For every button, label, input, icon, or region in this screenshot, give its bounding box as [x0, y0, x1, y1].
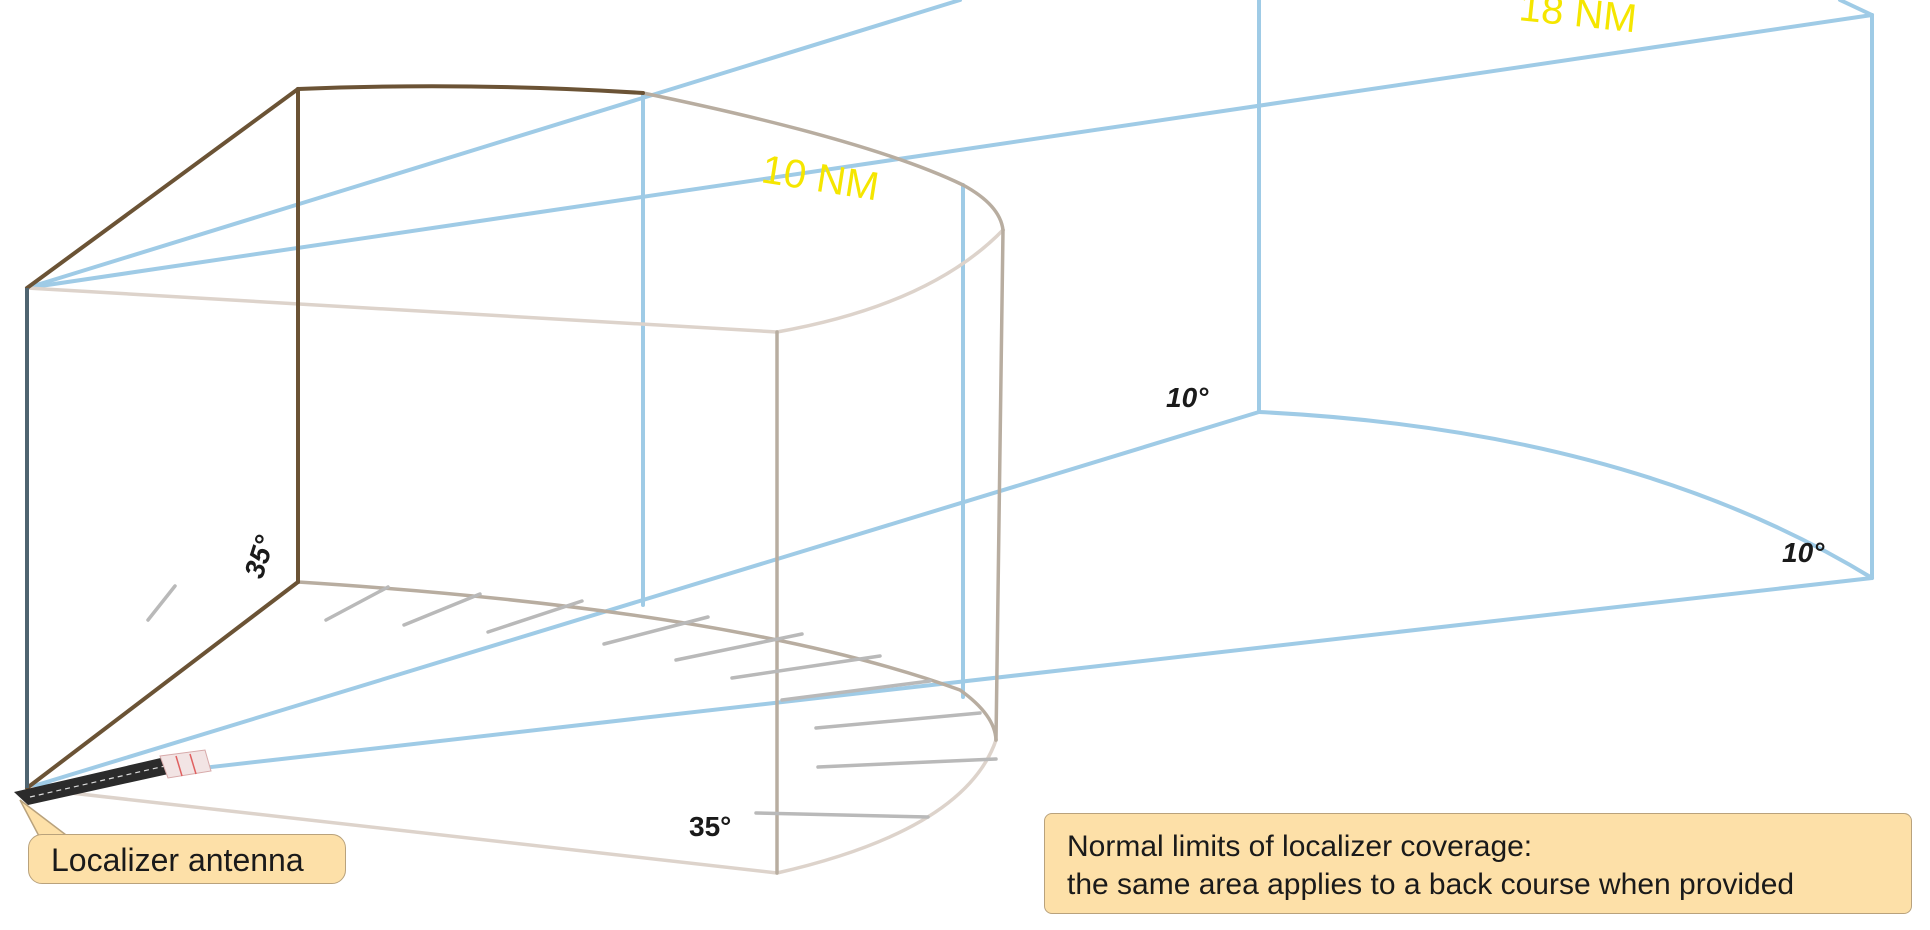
near-distance-label: 10 NM [759, 147, 882, 209]
far-distance-label: 18 NM [1517, 0, 1639, 41]
coverage-note-line-2: the same area applies to a back course w… [1067, 868, 1795, 901]
far-sector-outline [25, 0, 1874, 790]
coverage-note-box: Normal limits of localizer coverage: the… [1044, 813, 1912, 914]
localizer-antenna-callout: Localizer antenna [28, 834, 346, 884]
near-ground-angle-label: 35° [689, 811, 731, 842]
antenna-callout-pointer [19, 799, 73, 839]
coverage-note-line-1: Normal limits of localizer coverage: [1067, 830, 1533, 863]
runway [14, 749, 212, 805]
near-vertical-angle-label: 35° [238, 531, 281, 582]
far-vertical-angle-label: 10° [1166, 382, 1209, 413]
far-ground-angle-label: 10° [1782, 537, 1825, 568]
near-sector-side-edges [296, 91, 1005, 875]
ground-hatch-marks [146, 584, 998, 819]
near-sector-front-edges [25, 84, 645, 790]
